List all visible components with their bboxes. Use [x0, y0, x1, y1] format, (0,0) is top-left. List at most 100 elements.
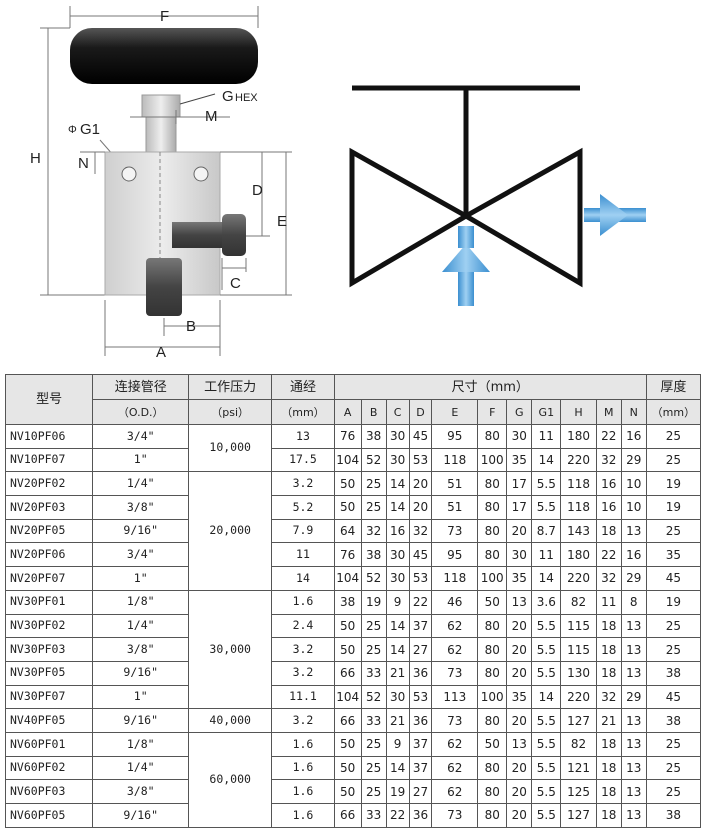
cell-thickness: 25 — [645, 779, 702, 804]
cell-dim-n: 13 — [620, 779, 647, 804]
cell-dim-a: 38 — [333, 589, 362, 615]
cell-dim-c: 30 — [385, 542, 410, 568]
header-connection: 连接管径 — [92, 374, 190, 400]
header-bore: 通经 — [271, 374, 335, 400]
cell-dim-b: 25 — [360, 613, 387, 639]
outlet-flow-arrow — [584, 194, 646, 236]
cell-model: NV60PF02 — [4, 755, 94, 781]
header-dim-m: M — [595, 399, 622, 425]
cell-od: 9/16" — [92, 660, 190, 686]
cell-dim-a: 64 — [333, 518, 362, 544]
cell-dim-h: 82 — [560, 731, 597, 757]
cell-dim-f: 80 — [477, 471, 508, 497]
cell-dim-f: 80 — [477, 613, 508, 639]
dim-label-h: H — [30, 150, 41, 167]
cell-dim-c: 14 — [385, 495, 410, 520]
cell-dim-f: 100 — [477, 566, 508, 591]
cell-dim-b: 25 — [360, 779, 387, 804]
cell-dim-a: 50 — [333, 471, 362, 497]
cell-dim-d: 53 — [408, 566, 433, 591]
cell-od: 1/4" — [92, 471, 190, 497]
cell-bore: 11.1 — [271, 684, 335, 710]
inlet-flow-arrow — [442, 226, 490, 306]
cell-dim-g: 20 — [506, 660, 533, 686]
cell-dim-a: 50 — [333, 731, 362, 757]
dim-label-m: M — [205, 108, 218, 125]
dim-label-phi: Φ — [68, 124, 77, 136]
cell-bore: 2.4 — [271, 613, 335, 639]
cell-dim-e: 62 — [431, 613, 479, 639]
cell-bore: 1.6 — [271, 589, 335, 615]
cell-dim-n: 13 — [620, 613, 647, 639]
cell-pressure: 40,000 — [188, 708, 273, 733]
header-dim-e: E — [431, 399, 479, 425]
cell-bore: 14 — [271, 566, 335, 591]
header-bore-unit: （mm） — [271, 399, 335, 425]
cell-dim-m: 22 — [595, 424, 622, 449]
cell-dim-m: 18 — [595, 779, 622, 804]
cell-dim-b: 52 — [360, 447, 387, 473]
cell-thickness: 25 — [645, 424, 702, 449]
cell-dim-g: 20 — [506, 637, 533, 662]
cell-thickness: 45 — [645, 566, 702, 591]
cell-dim-m: 32 — [595, 566, 622, 591]
cell-dim-h: 220 — [560, 447, 597, 473]
cell-dim-h: 127 — [560, 708, 597, 733]
cell-dim-e: 46 — [431, 589, 479, 615]
cell-dim-d: 53 — [408, 447, 433, 473]
cell-dim-g1: 5.5 — [531, 660, 562, 686]
cell-od: 1" — [92, 447, 190, 473]
cell-dim-m: 18 — [595, 731, 622, 757]
cell-model: NV40PF05 — [4, 708, 94, 733]
cell-dim-g1: 5.5 — [531, 755, 562, 781]
cell-dim-g: 17 — [506, 471, 533, 497]
cell-model: NV30PF07 — [4, 684, 94, 710]
bottom-fitting — [146, 258, 182, 316]
cell-dim-f: 80 — [477, 637, 508, 662]
cell-dim-m: 18 — [595, 613, 622, 639]
cell-model: NV60PF03 — [4, 779, 94, 804]
cell-bore: 3.2 — [271, 660, 335, 686]
cell-dim-c: 9 — [385, 589, 410, 615]
header-dim-f: F — [477, 399, 508, 425]
valve-drawing: F H G HEX M Φ G1 — [30, 6, 646, 361]
cell-dim-m: 16 — [595, 471, 622, 497]
cell-model: NV20PF07 — [4, 566, 94, 591]
cell-dim-g1: 5.5 — [531, 708, 562, 733]
dim-label-f: F — [160, 8, 169, 25]
cell-dim-g: 30 — [506, 542, 533, 568]
cell-dim-h: 115 — [560, 637, 597, 662]
cell-bore: 1.6 — [271, 731, 335, 757]
header-row: 型号 连接管径 工作压力 通经 尺寸（mm） 厚度 — [4, 374, 702, 425]
cell-dim-g1: 5.5 — [531, 613, 562, 639]
cell-dim-c: 21 — [385, 660, 410, 686]
cell-dim-h: 121 — [560, 755, 597, 781]
cell-dim-g1: 3.6 — [531, 589, 562, 615]
cell-dim-h: 118 — [560, 495, 597, 520]
dim-label-e: E — [277, 213, 287, 230]
cell-dim-n: 13 — [620, 518, 647, 544]
cell-dim-n: 13 — [620, 660, 647, 686]
cell-dim-e: 62 — [431, 755, 479, 781]
cell-bore: 3.2 — [271, 637, 335, 662]
cell-dim-a: 50 — [333, 779, 362, 804]
cell-od: 9/16" — [92, 518, 190, 544]
cell-dim-a: 66 — [333, 708, 362, 733]
cell-dim-b: 38 — [360, 542, 387, 568]
cell-model: NV10PF07 — [4, 447, 94, 473]
dim-label-b: B — [186, 318, 196, 335]
cell-dim-g: 13 — [506, 731, 533, 757]
cell-dim-h: 180 — [560, 542, 597, 568]
cell-thickness: 25 — [645, 447, 702, 473]
cell-dim-g: 20 — [506, 708, 533, 733]
cell-dim-c: 14 — [385, 471, 410, 497]
cell-dim-d: 45 — [408, 424, 433, 449]
cell-dim-e: 51 — [431, 471, 479, 497]
